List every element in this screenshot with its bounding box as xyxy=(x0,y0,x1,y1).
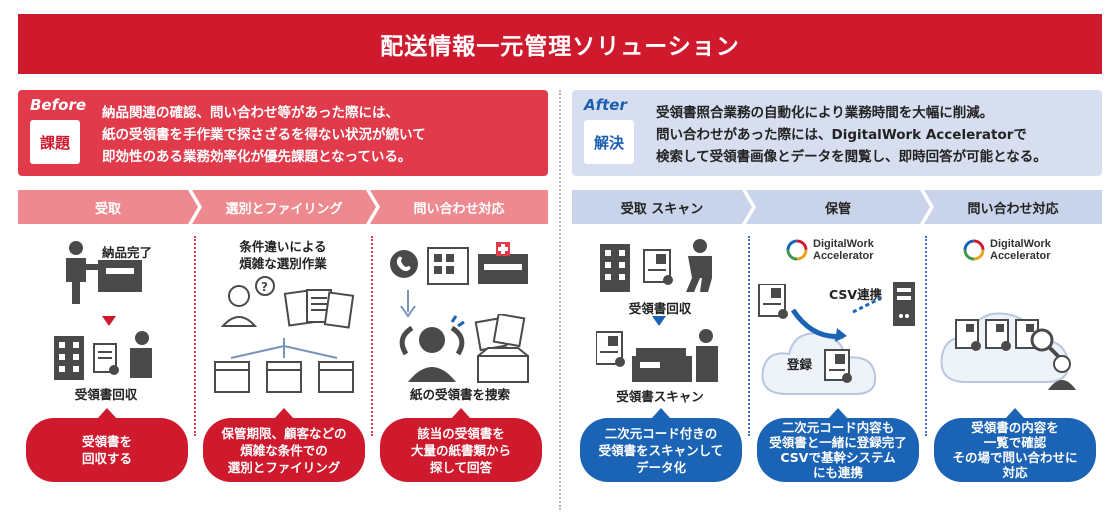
worker-documents-icon: ? xyxy=(220,276,355,329)
after-inquiry-bubble: 受領書の内容を 一覧で確認 その場で問い合わせに 対応 xyxy=(934,408,1096,482)
column-separator xyxy=(194,236,196,436)
before-sorting-bubble: 保管期限、顧客などの 煩雑な条件での 選別とファイリング xyxy=(203,408,365,482)
after-solution-box: After 解決 受領書照合業務の自動化により業務時間を大幅に削減。 問い合わせ… xyxy=(572,90,1102,176)
before-col-sorting: 条件違いによる 煩雑な選別作業 ? 保管期限、顧客などの xyxy=(195,234,371,504)
digitalwork-logo-text: DigitalWork Accelerator xyxy=(990,238,1051,262)
digitalwork-logo: DigitalWork Accelerator xyxy=(962,238,1051,262)
step-inquiry: 問い合わせ対応 xyxy=(370,190,548,224)
stressed-person-search-icon xyxy=(399,314,529,383)
scanner-person-icon xyxy=(596,329,718,382)
digitalwork-logo: DigitalWork Accelerator xyxy=(785,238,874,262)
step-receive: 受取 xyxy=(18,190,198,224)
svg-text:?: ? xyxy=(261,280,268,294)
after-solution-text: 受領書照合業務の自動化により業務時間を大幅に削減。 問い合わせがあった際には、D… xyxy=(656,102,1096,168)
csv-link-label: CSV連携 xyxy=(829,287,883,302)
before-text-line: 納品関連の確認、問い合わせ等があった際には、 xyxy=(102,105,399,121)
after-label: After xyxy=(584,96,627,114)
digitalwork-logo-icon xyxy=(786,239,808,261)
digitalwork-logo-icon xyxy=(963,239,985,261)
receipt-collect-label: 受領書回収 xyxy=(628,301,692,316)
after-storage-bubble: 二次元コード内容も 受領書と一緒に登録完了 CSVで基幹システム にも連携 xyxy=(757,408,919,482)
step-sort-filing: 選別とファイリング xyxy=(192,190,376,224)
building-receiver-icon xyxy=(54,331,152,380)
section-divider xyxy=(559,90,561,510)
before-text-line: 紙の受領書を手作業で探さざるを得ない状況が続いて xyxy=(102,127,426,143)
after-col-inquiry: DigitalWork Accelerator 受領書の内容を 一覧で確認 その… xyxy=(926,234,1102,504)
page-title: 配送情報一元管理ソリューション xyxy=(18,14,1102,74)
branch-arrows-icon xyxy=(230,338,338,359)
phone-company-hospital-icon xyxy=(390,242,528,285)
digitalwork-logo-text: DigitalWork Accelerator xyxy=(813,238,874,262)
after-steps: 受取 スキャン 保管 問い合わせ対応 xyxy=(572,190,1102,224)
receipt-collect-label: 受領書回収 xyxy=(74,387,138,402)
after-col-storage: DigitalWork Accelerator CSV連携 登録 xyxy=(749,234,925,504)
before-label: Before xyxy=(30,96,87,114)
before-text-line: 即効性のある業務効率化が優先課題となっている。 xyxy=(102,149,412,165)
search-paper-label: 紙の受領書を捜索 xyxy=(409,387,510,402)
after-col-scan: 受領書回収 受領書スキャン 二次元コード付きの 受領書をスキャンして データ化 xyxy=(572,234,748,504)
before-inquiry-bubble: 該当の受領書を 大量の紙書類から 探して回答 xyxy=(380,408,542,482)
before-col-receive: 納品完了 受領書回収 受領書を 回収する xyxy=(18,234,194,504)
column-separator xyxy=(925,236,927,436)
register-label: 登録 xyxy=(787,357,813,372)
cloud-register-icon xyxy=(758,284,882,395)
down-arrow-icon xyxy=(102,316,116,326)
column-separator xyxy=(748,236,750,436)
delivery-person-icon xyxy=(66,241,142,304)
step-inquiry: 問い合わせ対応 xyxy=(924,190,1102,224)
after-text-line: 検索して受領書画像とデータを閲覧し、即時回答が可能となる。 xyxy=(656,149,1047,165)
step-storage: 保管 xyxy=(746,190,930,224)
solution-tag: 解決 xyxy=(584,120,634,164)
cloud-search-icon xyxy=(940,312,1076,390)
receipt-scan-label: 受領書スキャン xyxy=(616,389,704,404)
delivery-done-label: 納品完了 xyxy=(102,245,153,260)
step-receive-scan: 受取 スキャン xyxy=(572,190,752,224)
server-icon xyxy=(893,282,915,326)
sorting-caption: 条件違いによる 煩雑な選別作業 xyxy=(239,239,327,271)
down-arrow-icon xyxy=(400,290,416,318)
before-receive-bubble: 受領書を 回収する xyxy=(26,408,188,482)
down-arrow-icon xyxy=(652,316,666,326)
after-text-line: 問い合わせがあった際には、DigitalWork Acceleratorで xyxy=(656,127,1027,143)
before-col-inquiry: 紙の受領書を捜索 該当の受領書を 大量の紙書類から 探して回答 xyxy=(372,234,548,504)
before-steps: 受取 選別とファイリング 問い合わせ対応 xyxy=(18,190,548,224)
issue-tag: 課題 xyxy=(30,120,80,164)
after-scan-bubble: 二次元コード付きの 受領書をスキャンして データ化 xyxy=(580,408,742,482)
after-text-line: 受領書照合業務の自動化により業務時間を大幅に削減。 xyxy=(656,105,994,121)
before-issue-text: 納品関連の確認、問い合わせ等があった際には、 紙の受領書を手作業で探さざるを得な… xyxy=(102,102,542,168)
column-separator xyxy=(371,236,373,436)
before-issue-box: Before 課題 納品関連の確認、問い合わせ等があった際には、 紙の受領書を手… xyxy=(18,90,548,176)
storage-boxes-icon xyxy=(214,361,354,393)
building-receipt-person-icon xyxy=(600,239,712,292)
